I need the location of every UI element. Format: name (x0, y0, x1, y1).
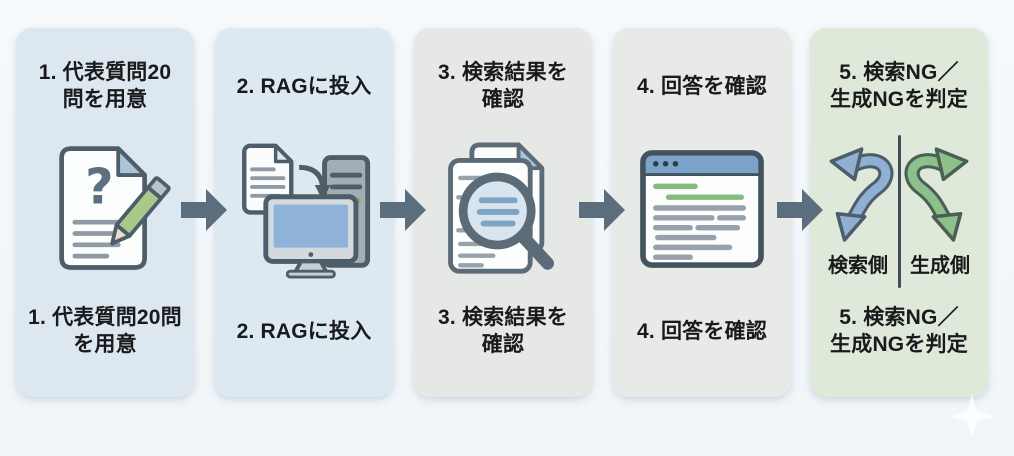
step-3-title-top: 3. 検索結果を 確認 (438, 58, 568, 114)
step-3-icon-area (414, 114, 592, 303)
step-panel-2: 2. RAGに投入 (215, 28, 393, 397)
right-block-arrow-icon (777, 189, 823, 231)
right-block-arrow-icon (181, 189, 227, 231)
title-line: 生成NGを判定 (830, 88, 968, 111)
step-panel-4: 4. 回答を確認 (613, 28, 791, 397)
svg-text:?: ? (85, 157, 113, 215)
step-2-title-bottom: 2. RAGに投入 (237, 303, 372, 359)
judge-composite: 検索側 生成側 (823, 135, 975, 288)
step-2-icon-area (215, 114, 393, 303)
sparkle-icon (950, 394, 994, 438)
title-line: 生成NGを判定 (830, 333, 968, 356)
step-1-title-bottom: 1. 代表質問20問 を用意 (28, 303, 182, 359)
green-branch-arrow (904, 147, 969, 242)
step-5-title-bottom: 5. 検索NG／ 生成NGを判定 (830, 303, 968, 359)
title-line: 確認 (481, 88, 525, 111)
title-line: 確認 (481, 333, 525, 356)
right-block-arrow-icon (380, 189, 426, 231)
title-line: 5. 検索NG／ (839, 61, 959, 84)
title-line: 2. RAGに投入 (236, 74, 372, 98)
step-5-icon-area: 検索側 生成側 (810, 114, 988, 303)
title-line: 4. 回答を確認 (637, 319, 767, 343)
step-3-title-bottom: 3. 検索結果を 確認 (438, 303, 568, 359)
title-line: 3. 検索結果を (438, 306, 568, 329)
blue-branch-arrow (829, 147, 894, 242)
step-4-title-top: 4. 回答を確認 (637, 58, 767, 114)
browser-window-icon (640, 149, 764, 268)
step-2-title-top: 2. RAGに投入 (237, 58, 372, 114)
title-line: 4. 回答を確認 (637, 74, 767, 98)
right-block-arrow-icon (579, 189, 625, 231)
question-document-pencil-icon: ? (59, 145, 171, 270)
title-line: 2. RAGに投入 (236, 319, 372, 343)
title-line: 1. 代表質問20 (38, 61, 172, 84)
step-1-icon-area: ? (16, 114, 194, 303)
title-line: 問を用意 (62, 88, 148, 111)
step-panel-5: 5. 検索NG／ 生成NGを判定 (810, 28, 988, 397)
divider-line (897, 135, 901, 288)
document-to-computer-icon (242, 143, 371, 279)
step-panel-3: 3. 検索結果を 確認 (414, 28, 592, 397)
step-panel-1: 1. 代表質問20 問を用意 ? (16, 28, 194, 397)
title-line: 5. 検索NG／ (839, 306, 959, 329)
step-4-icon-area (613, 114, 791, 303)
title-line: 1. 代表質問20問 (28, 306, 182, 329)
generation-side-label: 生成側 (910, 255, 970, 277)
step-4-title-bottom: 4. 回答を確認 (637, 303, 767, 359)
title-line: を用意 (73, 333, 137, 356)
search-side-label: 検索側 (828, 255, 888, 277)
step-5-title-top: 5. 検索NG／ 生成NGを判定 (830, 58, 968, 114)
magnifier-documents-icon (448, 141, 554, 274)
judge-labels-row: 検索側 生成側 (823, 249, 975, 278)
step-1-title-top: 1. 代表質問20 問を用意 (39, 58, 172, 114)
title-line: 3. 検索結果を (438, 61, 568, 84)
split-arrows-icon (829, 147, 969, 242)
